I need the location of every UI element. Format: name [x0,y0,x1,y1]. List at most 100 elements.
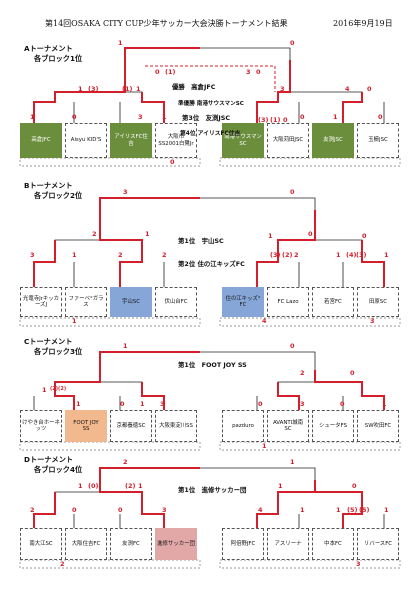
score: 2 [118,251,123,259]
page-title: 第14回OSAKA CITY CUP少年サッカー大会決勝トーナメント結果 [45,19,288,28]
result-line: 第1位 宇山SC [178,237,224,245]
team-box: アイリスFC住吉 [110,123,152,158]
team-box: 若宮FC [312,287,354,317]
score: 1 [268,232,273,240]
section-c-subtitle: 各ブロック3位 [34,347,83,356]
score: 1 [76,400,81,408]
score: 1 [145,230,150,238]
score: 2 [300,369,305,377]
score: 1 [290,458,295,466]
score: 3 [138,113,143,121]
score: 0 [300,113,305,121]
score: 0 [118,506,123,514]
score: 1 [278,482,283,490]
section-a-title: Aトーナメント [24,44,73,53]
result-line: 第3位 友渕JSC [182,114,231,122]
score: 0 [170,158,175,166]
score: 1 [384,506,389,514]
score: 1 [336,506,341,514]
team-box: 伏山台FC [155,287,197,317]
section-d-title: Dトーナメント [24,455,74,464]
team-box: 阿倍野JFC [222,528,264,560]
score: 3 [300,400,305,408]
score: 2 [30,506,35,514]
team-box: 大阪苅田JSC [267,123,309,158]
result-line: 第1位 進修サッカー団 [178,486,247,494]
team-box: 進修サッカー団 [155,528,197,560]
score: 0 [258,400,263,408]
team-box: 中本FC [312,528,354,560]
result-line: 第4位 アイリスFC住吉 [180,131,241,137]
section-b-title: Bトーナメント [24,181,73,190]
score: 2 [294,251,299,259]
score: 2 [92,230,97,238]
score: 2 [123,458,128,466]
score: 0 [350,369,355,377]
score: (4) [346,251,357,259]
score: 0 [367,85,372,93]
score: 0 [155,68,160,76]
score: 1 [382,400,387,408]
team-box: 住の江キッズ°FC [222,287,264,317]
team-box: 高倉JFC [20,123,62,158]
score: 0 [290,188,295,196]
score: 1 [72,251,77,259]
result-line: 準優勝 南港サウスマンSC [178,101,244,107]
score: 0 [256,68,261,76]
team-box: シュータFS [312,410,354,442]
score: 0 [290,342,295,350]
score: 1 [384,251,389,259]
score: 4 [258,506,263,514]
team-box: FC Lazo [267,287,309,317]
section-d-subtitle: 各ブロック4位 [34,465,83,474]
team-box: 大阪住吉FC [65,528,107,560]
team-box: 大阪東淀川SS [155,410,197,442]
score: 0 [283,116,288,124]
score: 4 [262,317,267,325]
score: 1 [300,506,305,514]
score: 1 [138,482,143,490]
section-a-subtitle: 各ブロック1位 [34,54,83,63]
score: 3 [356,560,361,568]
score: 1 [162,113,167,121]
team-box: アスリーナ [267,528,309,560]
team-box: SW吹田FC [357,410,399,442]
score: 0 [120,400,125,408]
score: (3) [270,251,281,259]
team-box: pazduro [222,410,264,442]
score: 0 [290,39,295,47]
date: 2016年9月19日 [333,19,393,28]
score: 1 [140,400,145,408]
team-box: 友渕FC [110,528,152,560]
score: 3 [160,400,165,408]
score: 3 [30,251,35,259]
score: 2 [162,251,167,259]
result-line: 第1位 FOOT JOY SS [178,361,247,369]
score: (1) [122,85,133,93]
score: (2) [125,482,136,490]
score: (0) [88,482,99,490]
section-c-title: Cトーナメント [24,337,73,346]
score: 2 [60,560,65,568]
team-box: 光竜寺JrキッカーズJ [20,287,62,317]
team-box: 宇山SC [110,287,152,317]
score: 4 [345,85,350,93]
score: 1 [72,317,77,325]
score: 1 [118,39,123,47]
score: 1 [78,85,83,93]
score: (5) [347,506,358,514]
section-b-subtitle: 各ブロック2位 [34,191,83,200]
result-line: 優勝 高倉JFC [172,83,216,91]
team-box: 玉櫛JSC [357,123,399,158]
team-box: 京都養徳SC [110,410,152,442]
score: 0 [378,113,383,121]
score: 0 [72,506,77,514]
team-box: リバースFC [357,528,399,560]
score: 1 [123,342,128,350]
score: 0 [72,113,77,121]
